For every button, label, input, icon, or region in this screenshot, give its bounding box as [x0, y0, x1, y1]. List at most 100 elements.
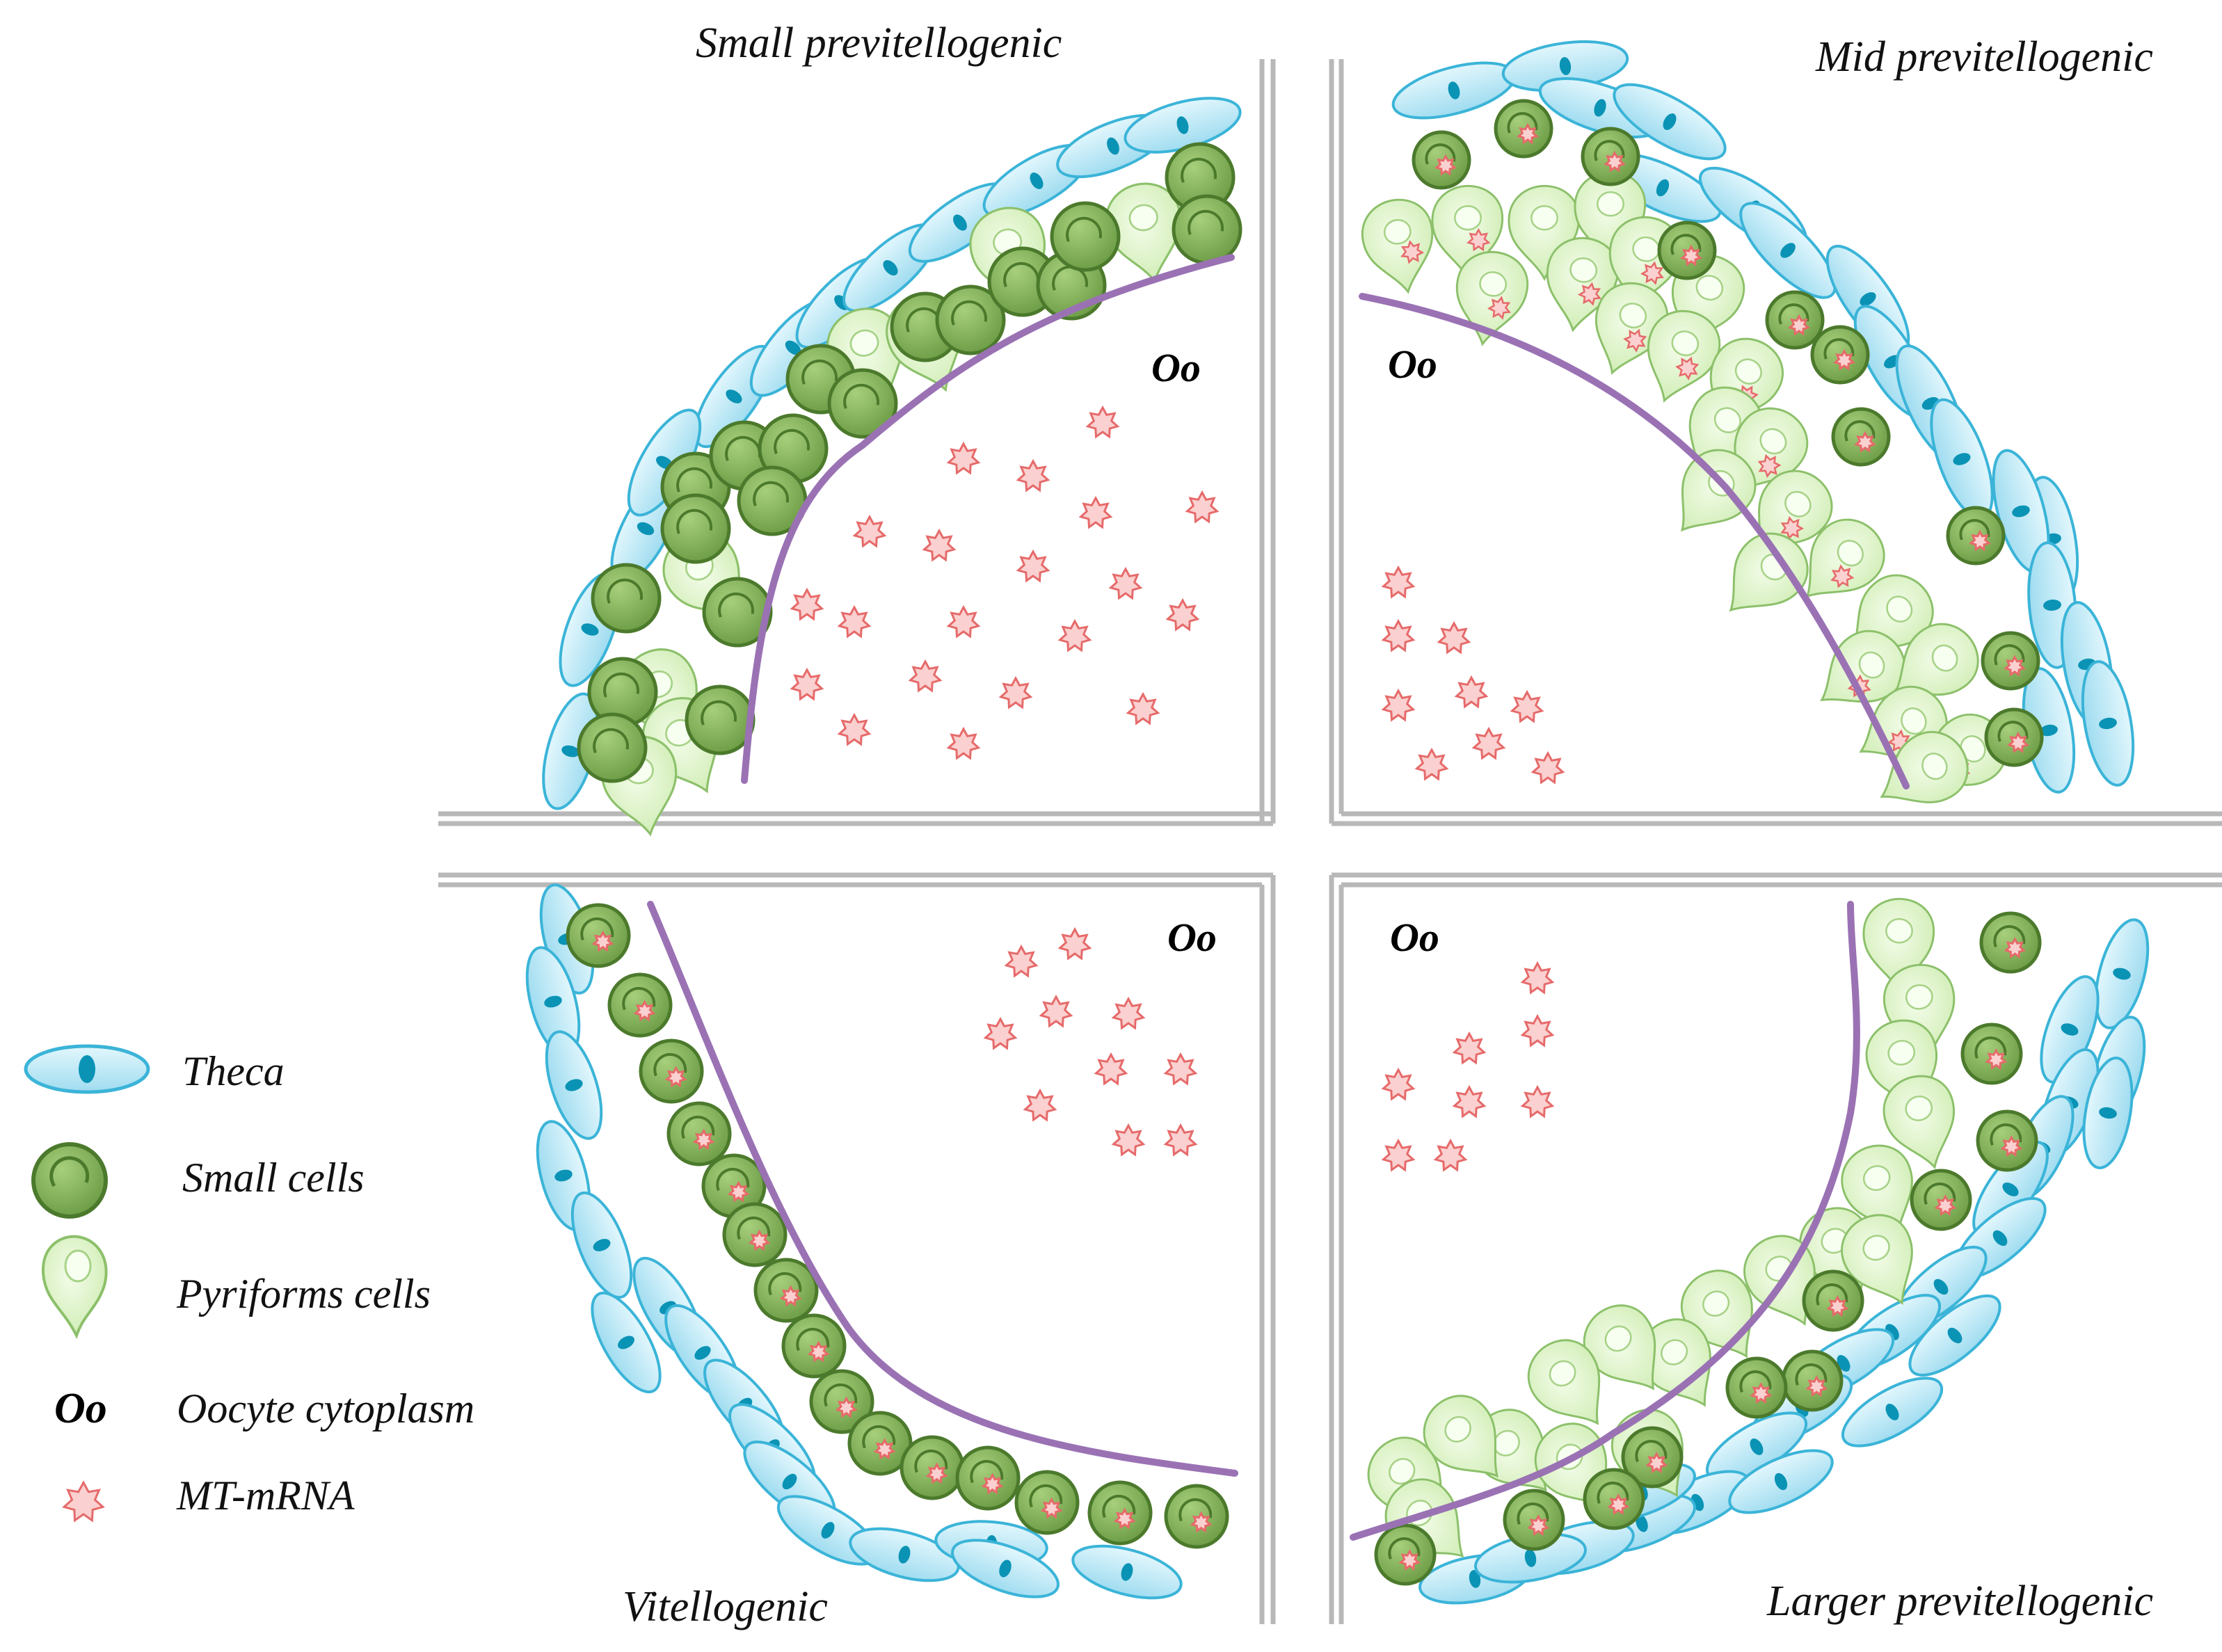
- mt-mrna-star: [983, 1016, 1018, 1050]
- small-cell: [1765, 290, 1825, 350]
- small-cell: [809, 1369, 874, 1434]
- mt-mrna-star: [1607, 1493, 1630, 1516]
- small-cell: [781, 1313, 847, 1379]
- small-cell: [1583, 1468, 1645, 1530]
- small-cell: [591, 563, 662, 634]
- mt-mrna-star: [807, 1340, 830, 1363]
- small-cell: [1979, 911, 2042, 974]
- mt-mrna-star: [1078, 495, 1113, 529]
- small-cell: [577, 712, 648, 783]
- mt-mrna-star: [1577, 282, 1601, 306]
- mt-mrna-star: [1675, 356, 1700, 380]
- pyriform-cell: [1527, 1339, 1601, 1425]
- pyriform-cell: [1893, 623, 1979, 696]
- mt-mrna-star: [1085, 405, 1120, 439]
- theca-cell: [2040, 975, 2100, 1084]
- theca-cell: [1841, 1377, 1944, 1447]
- legend-label-small-cells: Small cells: [182, 1155, 365, 1201]
- mt-mrna-star: [2007, 731, 2029, 753]
- mt-mrna-star: [1780, 516, 1804, 540]
- mt-mrna-star: [1452, 1031, 1487, 1065]
- mt-mrna-star: [1040, 1497, 1063, 1519]
- small-cell: [702, 577, 773, 648]
- mt-mrna-star: [1108, 566, 1143, 600]
- small-cell: [1621, 1426, 1684, 1489]
- mt-mrna-star: [1433, 1138, 1468, 1172]
- oocyte-membrane-bottom-right: [1350, 901, 1860, 1541]
- theca-cell: [1908, 1294, 2001, 1377]
- mt-mrna-star: [1788, 314, 1810, 336]
- panel-title-bottom-left: Vitellogenic: [623, 1583, 828, 1630]
- small-cell: [827, 368, 898, 439]
- mt-mrna-star: [1826, 1295, 1849, 1317]
- small-cell: [1581, 127, 1640, 186]
- small-cell: [1374, 1523, 1437, 1586]
- mt-mrna-star: [1016, 549, 1050, 583]
- mt-mrna-star: [62, 1480, 105, 1523]
- legend-label-theca: Theca: [182, 1048, 285, 1094]
- mt-mrna-star: [2004, 937, 2027, 959]
- pyriform-cell: [1841, 1144, 1913, 1237]
- mt-mrna-star: [852, 514, 887, 548]
- theca-cell: [591, 1291, 662, 1394]
- mt-mrna-star: [1640, 261, 1664, 285]
- mt-mrna-star: [1165, 598, 1200, 632]
- mt-mrna-star: [946, 441, 981, 475]
- mt-mrna-star: [727, 1180, 750, 1203]
- panel-title-bottom-right: Larger previtellogenic: [1766, 1578, 2153, 1625]
- mt-mrna-star: [1190, 1511, 1213, 1533]
- theca-cell: [2082, 1057, 2134, 1169]
- mt-mrna-star: [1757, 454, 1782, 479]
- oocyte-label-top-left: Oo: [1151, 345, 1201, 390]
- mt-mrna-star: [1680, 244, 1702, 266]
- small-cell: [666, 1101, 732, 1166]
- mt-mrna-star: [1517, 122, 1539, 145]
- mt-mrna-star: [1381, 688, 1416, 722]
- mt-mrna-star: [1520, 961, 1555, 995]
- mt-mrna-star: [1400, 240, 1425, 264]
- mt-mrna-star: [1381, 1138, 1416, 1172]
- small-cell: [1946, 506, 2006, 566]
- mt-mrna-star: [1381, 1067, 1416, 1101]
- mt-mrna-star: [1094, 1052, 1128, 1086]
- mt-mrna-star: [1969, 529, 1991, 552]
- theca-cell: [951, 1539, 1060, 1598]
- mt-mrna-star: [1604, 150, 1626, 173]
- small-cell: [1981, 631, 2040, 691]
- mt-mrna-star: [922, 528, 957, 562]
- theca-cell: [849, 1527, 960, 1582]
- mt-mrna-star: [591, 930, 614, 952]
- oocyte-symbol-icon: Oo: [54, 1385, 107, 1432]
- mt-mrna-star: [1510, 689, 1544, 723]
- small-cell: [1503, 1489, 1565, 1551]
- mt-mrna-star: [1434, 154, 1457, 176]
- mt-mrna-star: [1023, 1088, 1057, 1122]
- legend-label-oocyte-cytoplasm: Oocyte cytoplasm: [177, 1386, 474, 1432]
- mt-mrna-star: [692, 1128, 715, 1150]
- mt-mrna-star: [981, 1473, 1004, 1495]
- oocyte-label-bottom-left: Oo: [1167, 915, 1217, 960]
- mt-mrna-star: [1004, 944, 1039, 978]
- mt-mrna-star: [1111, 1123, 1146, 1157]
- mt-mrna-star: [1805, 1375, 1828, 1397]
- mt-mrna-star: [1471, 726, 1506, 760]
- pyriform-cell: [1638, 1318, 1711, 1407]
- mt-mrna-star: [1398, 1549, 1421, 1571]
- mt-mrna-star: [1985, 1048, 2008, 1070]
- theca-cell: [525, 946, 581, 1057]
- legend-label-pyriform-cells: Pyriforms cells: [176, 1271, 431, 1317]
- pyriform-cell: [1455, 250, 1529, 346]
- mt-mrna-star: [946, 726, 981, 760]
- mt-mrna-star: [1645, 1452, 1668, 1474]
- mt-mrna-star: [1381, 565, 1416, 599]
- mt-mrna-star: [790, 667, 824, 701]
- small-cell: [1164, 1484, 1229, 1549]
- small-cell: [701, 1153, 767, 1219]
- mt-mrna-star: [790, 587, 824, 621]
- small-cell: [1781, 1349, 1844, 1412]
- mt-mrna-star: [2000, 1135, 2023, 1157]
- mt-mrna-star: [1016, 458, 1050, 492]
- pyriform-cell: [1883, 963, 1956, 1059]
- mt-mrna-star: [664, 1066, 687, 1088]
- mt-mrna-star: [1452, 1084, 1487, 1118]
